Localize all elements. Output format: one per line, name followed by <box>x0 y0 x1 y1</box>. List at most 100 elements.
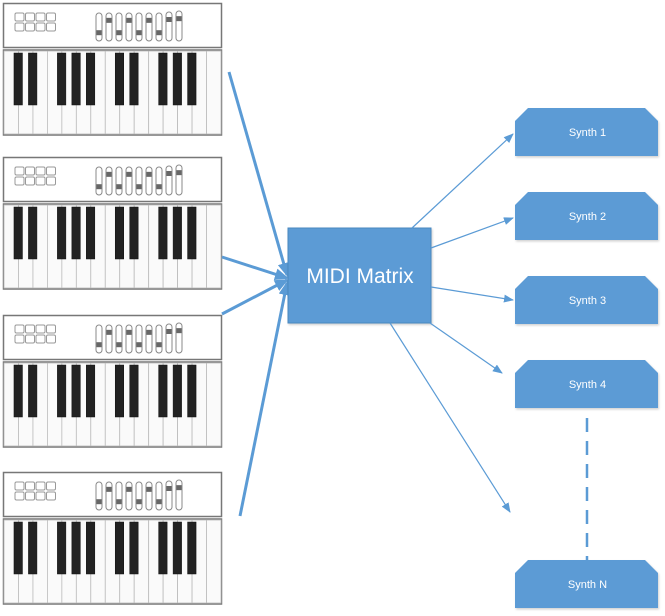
fader-track <box>115 12 123 42</box>
drum-pad <box>14 176 25 186</box>
faders-icon <box>95 10 183 42</box>
black-key <box>28 52 38 106</box>
drum-pad <box>35 481 46 491</box>
black-key <box>114 364 124 418</box>
fader-track <box>105 166 113 196</box>
fader-knob <box>126 17 132 23</box>
fader-knob <box>136 30 142 36</box>
fader-knob <box>126 171 132 177</box>
fader-knob <box>106 171 112 177</box>
drum-pad <box>35 166 46 176</box>
fader-track <box>155 481 163 511</box>
synth-node-n: Synth N <box>515 560 658 608</box>
fader-track <box>175 164 183 196</box>
drum-pad <box>14 491 25 501</box>
fader-track <box>135 166 143 196</box>
midi-keyboard-2: MIDI keyboard 2 <box>2 156 223 290</box>
fader-track <box>95 166 103 196</box>
fader-track <box>145 324 153 354</box>
fader-knob <box>176 170 182 176</box>
white-key <box>206 362 222 447</box>
white-key <box>206 50 222 135</box>
midi-keyboard-1: MIDI keyboard 1 <box>2 2 223 136</box>
connector-matrix-to-synth-1 <box>411 133 514 229</box>
fader-track <box>115 481 123 511</box>
drum-pads-icon <box>14 481 56 501</box>
connector-matrix-to-synth-4 <box>429 322 503 374</box>
fader-track <box>155 166 163 196</box>
fader-knob <box>166 17 172 22</box>
faders-icon <box>95 479 183 511</box>
drum-pad <box>25 176 35 186</box>
fader-track <box>155 12 163 42</box>
black-key <box>71 364 81 418</box>
black-key <box>172 521 182 575</box>
piano-keys <box>3 362 222 447</box>
drum-pads-icon <box>14 324 56 344</box>
drum-pad <box>35 324 46 334</box>
fader-knob <box>126 329 132 335</box>
fader-knob <box>96 184 102 190</box>
black-key <box>129 52 139 106</box>
black-key <box>86 52 96 106</box>
black-key <box>187 206 197 260</box>
drum-pad <box>35 22 46 32</box>
piano-keys <box>3 519 222 604</box>
black-key <box>28 206 38 260</box>
piano-keys <box>3 50 222 135</box>
black-key <box>57 206 67 260</box>
black-key <box>158 521 168 575</box>
connector-matrix-to-synth-3 <box>430 286 514 303</box>
drum-pad <box>14 324 25 334</box>
black-key <box>86 364 96 418</box>
drum-pad <box>46 166 56 176</box>
black-key <box>28 364 38 418</box>
black-key <box>57 364 67 418</box>
fader-track <box>125 166 133 196</box>
synth-label: Synth 4 <box>569 379 606 391</box>
black-key <box>13 52 23 106</box>
black-key <box>28 521 38 575</box>
black-key <box>13 364 23 418</box>
fader-track <box>125 12 133 42</box>
fader-track <box>135 324 143 354</box>
faders-icon <box>95 164 183 196</box>
fader-knob <box>106 329 112 335</box>
black-key <box>114 206 124 260</box>
fader-knob <box>106 17 112 23</box>
black-key <box>187 364 197 418</box>
drum-pad <box>35 334 46 344</box>
fader-knob <box>96 342 102 348</box>
fader-knob <box>106 486 112 492</box>
drum-pad <box>46 324 56 334</box>
black-key <box>71 521 81 575</box>
fader-track <box>175 479 183 511</box>
drum-pad <box>25 324 35 334</box>
synth-shape <box>515 276 658 324</box>
fader-track <box>105 324 113 354</box>
synth-label: Synth 2 <box>569 211 606 223</box>
drum-pad <box>14 481 25 491</box>
fader-knob <box>156 499 162 505</box>
faders-icon <box>95 322 183 354</box>
drum-pad <box>35 176 46 186</box>
fader-knob <box>176 485 182 491</box>
fader-knob <box>166 171 172 176</box>
black-key <box>57 52 67 106</box>
drum-pad <box>25 334 35 344</box>
drum-pad <box>14 22 25 32</box>
black-key <box>129 521 139 575</box>
midi-keyboard-4: MIDI keyboard 4 <box>2 471 223 605</box>
fader-track <box>165 480 173 511</box>
fader-track <box>165 323 173 354</box>
midi-keyboard-3: MIDI keyboard 3 <box>2 314 223 448</box>
fader-track <box>145 166 153 196</box>
fader-knob <box>136 499 142 505</box>
fader-track <box>175 322 183 354</box>
black-key <box>71 206 81 260</box>
synth-label: Synth N <box>568 579 607 591</box>
synth-shape <box>515 360 658 408</box>
fader-knob <box>156 30 162 36</box>
fader-knob <box>146 171 152 177</box>
drum-pad <box>46 491 56 501</box>
